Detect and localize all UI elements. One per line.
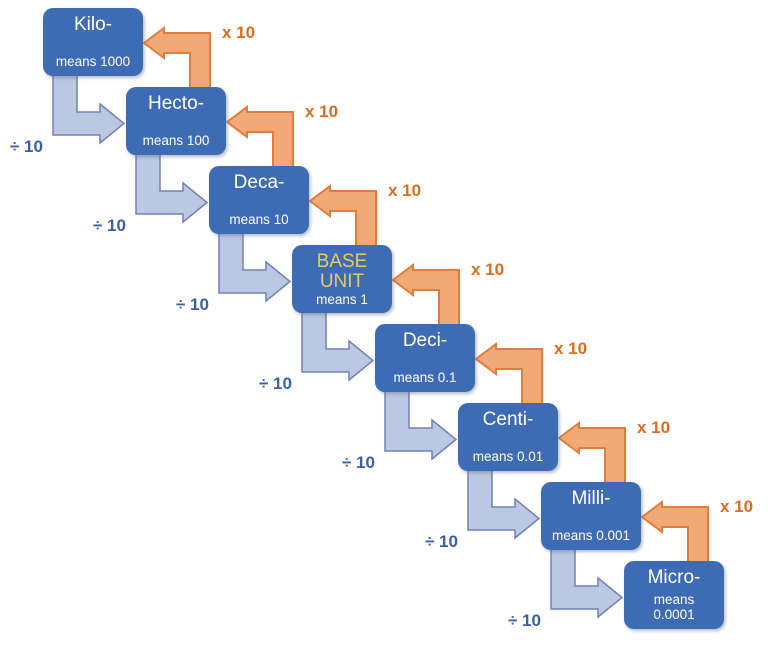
multiply-arrow: [558, 422, 626, 486]
divide-by-10-label: ÷ 10: [508, 611, 541, 630]
step-means: means 10: [229, 211, 289, 227]
step-means: means 0.01: [472, 448, 544, 464]
multiply-by-10-label: x 10: [388, 181, 422, 200]
divide-by-10-label: ÷ 10: [342, 453, 375, 472]
multiply-by-10-label: x 10: [554, 339, 588, 358]
divide-by-10-label: ÷ 10: [176, 295, 209, 314]
step-title: Deca-: [233, 172, 285, 193]
multiply-arrow: [475, 343, 543, 407]
step-title: Milli-: [571, 488, 611, 509]
multiply-by-10-label: x 10: [637, 418, 671, 437]
step-title: Deci-: [402, 330, 448, 351]
step-means: means 100: [142, 132, 210, 148]
divide-arrow: [218, 231, 291, 302]
step-title: Micro-: [647, 567, 701, 588]
multiply-by-10-label: x 10: [471, 260, 505, 279]
multiply-arrow: [143, 27, 211, 91]
step-box-milli: Milli- means 0.001: [541, 482, 641, 550]
divide-by-10-label: ÷ 10: [425, 532, 458, 551]
step-title: Centi-: [482, 409, 534, 430]
step-means: means 1: [316, 291, 368, 307]
step-box-deci: Deci- means 0.1: [375, 324, 475, 392]
step-means: means 0.0001: [653, 591, 695, 622]
step-title: BASE UNIT: [316, 251, 368, 292]
divide-arrow: [135, 152, 208, 223]
divide-arrow: [52, 73, 125, 144]
divide-by-10-label: ÷ 10: [93, 216, 126, 235]
multiply-arrow: [309, 185, 377, 249]
step-means: means 0.1: [393, 369, 457, 385]
step-title: Hecto-: [148, 93, 204, 114]
step-box-base-unit: BASE UNIT means 1: [292, 245, 392, 313]
step-title: Kilo-: [73, 14, 112, 35]
step-means: means 1000: [55, 53, 131, 69]
multiply-arrow: [226, 106, 294, 170]
step-means: means 0.001: [551, 527, 631, 543]
divide-arrow: [301, 310, 374, 381]
step-box-micro: Micro- means 0.0001: [624, 561, 724, 629]
multiply-by-10-label: x 10: [720, 497, 754, 516]
divide-arrow: [384, 389, 457, 460]
multiply-by-10-label: x 10: [222, 23, 256, 42]
step-box-hecto: Hecto- means 100: [126, 87, 226, 155]
step-box-kilo: Kilo- means 1000: [43, 8, 143, 76]
divide-arrow: [550, 547, 623, 618]
multiply-by-10-label: x 10: [305, 102, 339, 121]
step-box-deca: Deca- means 10: [209, 166, 309, 234]
step-box-centi: Centi- means 0.01: [458, 403, 558, 471]
multiply-arrow: [641, 501, 709, 565]
divide-arrow: [467, 468, 540, 539]
multiply-arrow: [392, 264, 460, 328]
divide-by-10-label: ÷ 10: [259, 374, 292, 393]
divide-by-10-label: ÷ 10: [10, 137, 43, 156]
